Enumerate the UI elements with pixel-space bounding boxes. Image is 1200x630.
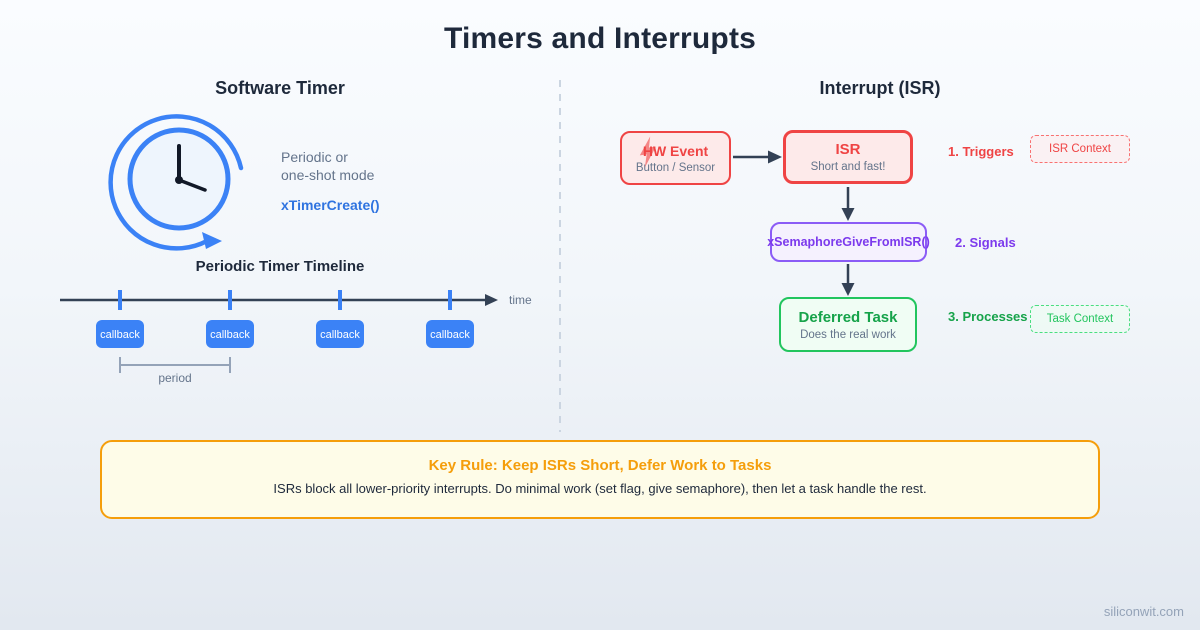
timeline-axis-label: time bbox=[509, 293, 532, 307]
software-timer-clock-icon bbox=[108, 114, 244, 251]
key-rule-body: ISRs block all lower-priority interrupts… bbox=[273, 481, 927, 496]
clock-center-dot bbox=[175, 176, 183, 184]
clock-rotation-arc bbox=[108, 114, 244, 251]
hw-event-box: HW Event Button / Sensor bbox=[620, 131, 731, 185]
semaphore-to-task-arrowhead bbox=[841, 283, 855, 296]
deferred-task-box: Deferred Task Does the real work bbox=[779, 297, 917, 352]
timer-mode-text: Periodic or one-shot mode bbox=[281, 148, 374, 184]
hw-to-isr-arrowhead bbox=[768, 150, 782, 164]
step-label-signals: 2. Signals bbox=[955, 235, 1016, 250]
lightning-bolt-icon bbox=[639, 136, 656, 168]
timer-api-label: xTimerCreate() bbox=[281, 197, 380, 213]
isr-box: ISR Short and fast! bbox=[783, 130, 913, 184]
step-label-triggers: 1. Triggers bbox=[948, 144, 1014, 159]
callback-label: callback bbox=[430, 329, 470, 341]
task-context-box: Task Context bbox=[1030, 305, 1130, 333]
clock-face bbox=[127, 127, 231, 231]
isr-context-box: ISR Context bbox=[1030, 135, 1130, 163]
periodic-timer-timeline: time callback callback callback callback bbox=[60, 290, 532, 385]
period-bracket: period bbox=[119, 357, 231, 385]
timer-mode-line1: Periodic or bbox=[281, 149, 348, 165]
hw-event-subtitle: Button / Sensor bbox=[635, 161, 716, 174]
isr-to-semaphore-arrowhead bbox=[841, 208, 855, 221]
callback-label: callback bbox=[100, 329, 140, 341]
key-rule-title: Key Rule: Keep ISRs Short, Defer Work to… bbox=[428, 457, 772, 474]
clock-hour-hand bbox=[177, 178, 207, 192]
timeline-heading: Periodic Timer Timeline bbox=[195, 258, 365, 275]
timeline-axis-arrowhead bbox=[485, 294, 498, 306]
watermark: siliconwit.com bbox=[1103, 604, 1184, 619]
callback-label: callback bbox=[210, 329, 250, 341]
semaphore-box: xSemaphoreGiveFromISR() bbox=[767, 222, 930, 262]
step-label-processes: 3. Processes bbox=[948, 309, 1028, 324]
clock-rotation-arrowhead bbox=[202, 232, 222, 249]
callback-badge: callback bbox=[316, 320, 364, 348]
deferred-task-subtitle: Does the real work bbox=[800, 328, 896, 341]
deferred-task-title: Deferred Task bbox=[798, 308, 898, 326]
callback-badge: callback bbox=[206, 320, 254, 348]
interrupt-heading: Interrupt (ISR) bbox=[819, 78, 941, 98]
callback-badge: callback bbox=[96, 320, 144, 348]
software-timer-heading: Software Timer bbox=[215, 78, 345, 98]
isr-title: ISR bbox=[835, 141, 861, 158]
period-label: period bbox=[158, 371, 191, 385]
key-rule-callout: Key Rule: Keep ISRs Short, Defer Work to… bbox=[100, 440, 1100, 519]
page-title: Timers and Interrupts bbox=[443, 22, 757, 55]
callback-label: callback bbox=[320, 329, 360, 341]
semaphore-label: xSemaphoreGiveFromISR() bbox=[767, 235, 930, 249]
callback-badge: callback bbox=[426, 320, 474, 348]
hw-event-title: HW Event bbox=[642, 142, 709, 159]
isr-subtitle: Short and fast! bbox=[810, 161, 886, 173]
timer-mode-line2: one-shot mode bbox=[281, 167, 375, 183]
